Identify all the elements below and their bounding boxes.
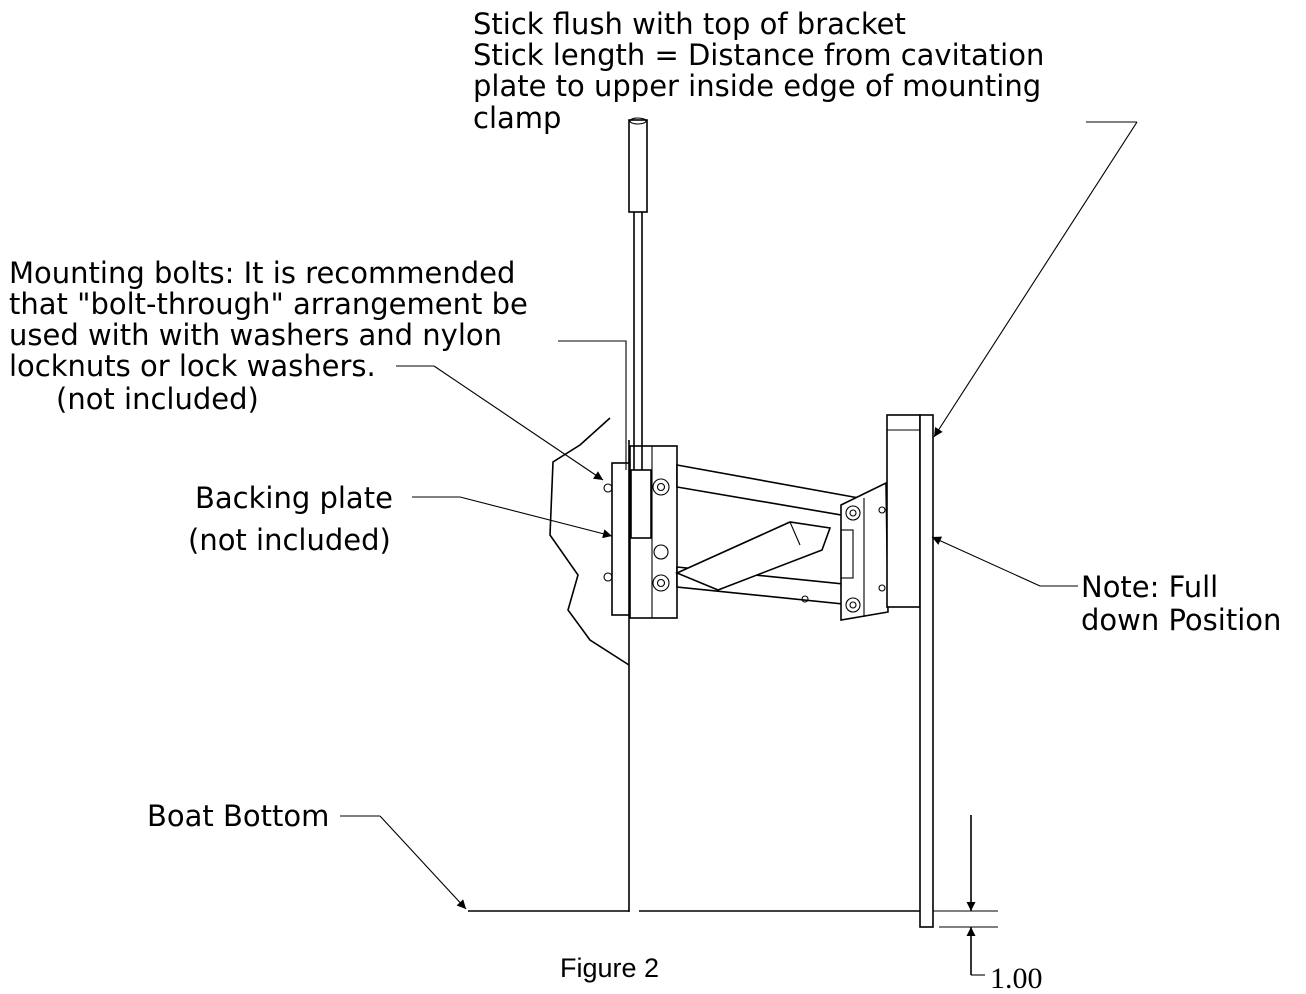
motor-clamp bbox=[886, 414, 934, 928]
mounting-bolts-leader bbox=[558, 340, 627, 470]
mounting-bolts-note: Mounting bolts: It is recommended that "… bbox=[9, 256, 537, 416]
measuring-stick bbox=[628, 117, 652, 539]
dimension-label: 1.00 bbox=[990, 962, 1043, 994]
figure-caption: Figure 2 bbox=[560, 953, 659, 983]
linkage-arms bbox=[674, 464, 860, 606]
motor-mount bbox=[840, 481, 889, 621]
note-full-down: Note: Full down Position bbox=[1081, 570, 1281, 637]
backing-plate bbox=[611, 462, 630, 616]
backing-plate-label: Backing plate (not included) bbox=[188, 481, 402, 557]
boat-bottom-label: Boat Bottom bbox=[147, 799, 329, 833]
dimension-1-00 bbox=[933, 815, 998, 976]
stick-note: Stick flush with top of bracket Stick le… bbox=[473, 7, 1054, 135]
